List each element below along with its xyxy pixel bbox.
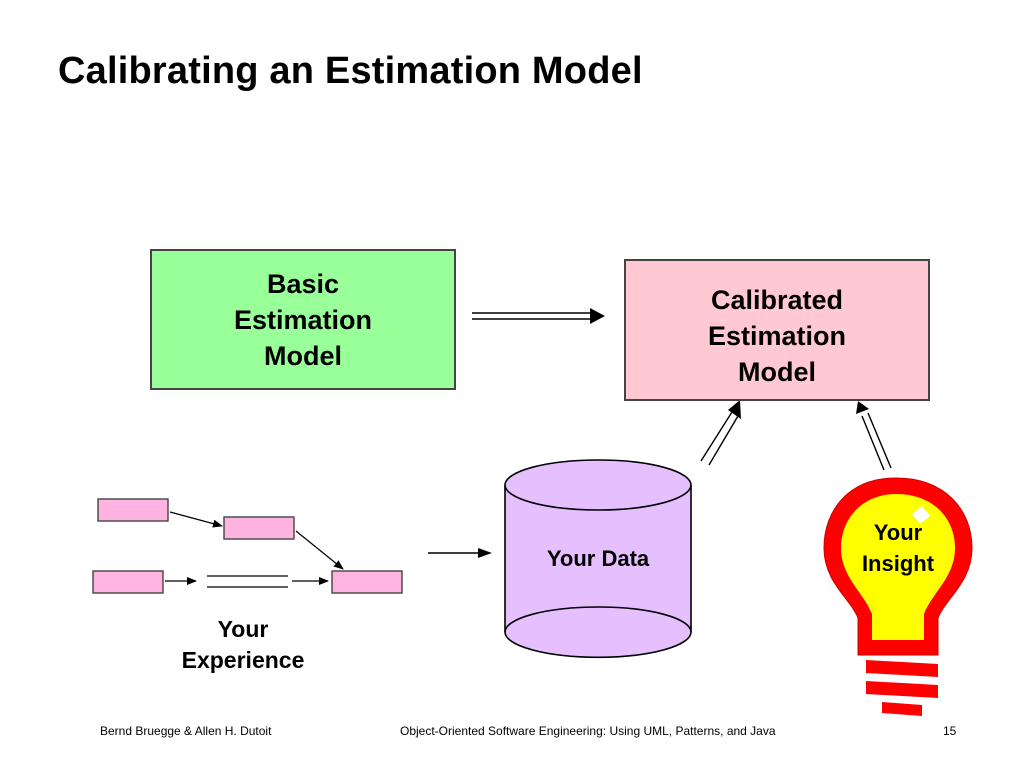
your-data-label: Your Data	[546, 546, 650, 571]
basic-box-line-3: Model	[264, 340, 342, 371]
calibrated-estimation-model-box: Calibrated Estimation Model	[624, 259, 930, 401]
data-to-calibrated-arrow	[700, 400, 741, 466]
footer-authors: Bernd Bruegge & Allen H. Dutoit	[100, 724, 272, 738]
light-bulb-icon	[823, 477, 973, 716]
basic-estimation-model-box: Basic Estimation Model	[150, 249, 456, 390]
insight-line-1: Your	[873, 520, 923, 545]
calibrated-box-line-1: Calibrated	[710, 285, 844, 315]
your-experience-label: Your Experience	[160, 614, 326, 676]
footer-book-title: Object-Oriented Software Engineering: Us…	[400, 724, 776, 738]
basic-box-line-1: Basic	[266, 269, 340, 299]
insight-to-calibrated-arrow	[856, 401, 892, 471]
calibrated-box-line-3: Model	[738, 356, 816, 387]
footer-page-number: 15	[943, 724, 957, 738]
slide-title: Calibrating an Estimation Model	[58, 50, 643, 92]
calibrated-box-line-2: Estimation	[707, 320, 847, 351]
insight-line-2: Insight	[861, 550, 935, 576]
experience-line-2: Experience	[181, 647, 305, 674]
basic-box-line-2: Estimation	[233, 304, 373, 335]
experience-line-1: Your	[217, 616, 269, 642]
experience-node-3	[92, 570, 164, 594]
experience-node-4	[331, 570, 403, 594]
your-insight-label: Your Insight	[848, 518, 948, 580]
experience-node-2	[223, 516, 295, 540]
experience-diagram	[92, 498, 403, 594]
experience-node-1	[97, 498, 169, 522]
data-cylinder	[504, 459, 692, 659]
basic-to-calibrated-arrow	[472, 308, 605, 324]
experience-to-data-arrow	[428, 548, 492, 558]
